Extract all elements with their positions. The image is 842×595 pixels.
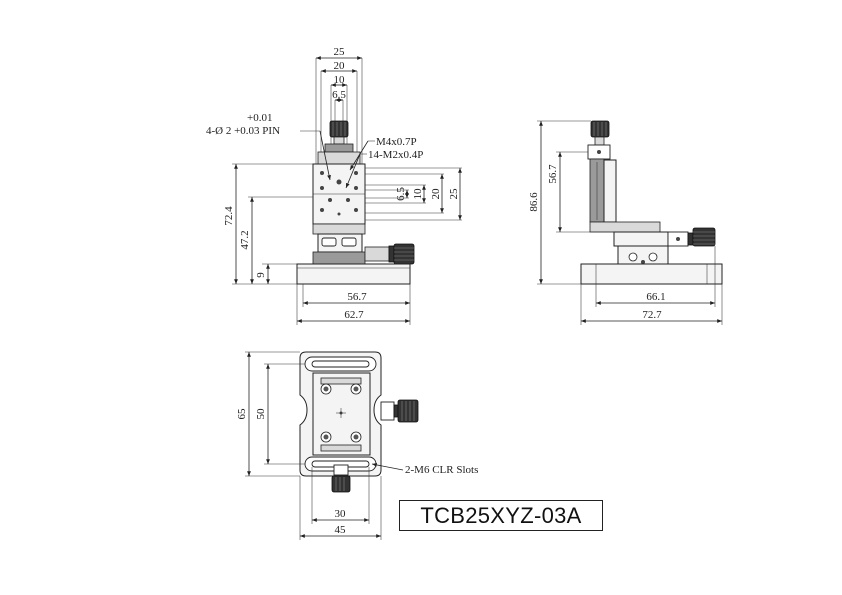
model-label-box: TCB25XYZ-03A [399,500,603,531]
dim-top-10: 10 [334,74,346,86]
front-top-dimensions: 25 20 10 6.5 [315,46,363,165]
dim-right-6-5: 6.5 [395,187,407,201]
top-stage-body [299,351,419,493]
side-bottom-dimensions: 66.1 72.7 [580,246,723,325]
dim-top-6-5: 6.5 [332,89,346,101]
top-left-dimensions: 65 50 [236,351,305,477]
dim-top-20: 20 [334,60,346,72]
side-left-dimensions: 56.7 86.6 [528,120,614,285]
thread-note-m4: M4x0.7P [376,136,417,148]
dim-bottom-56-7: 56.7 [347,291,367,303]
side-stage-body [580,120,723,285]
dim-right-10: 10 [412,188,424,200]
front-bottom-dimensions: 56.7 62.7 [296,284,411,325]
thread-note-m2: 14-M2x0.4P [368,149,423,161]
front-stage-body [296,120,415,285]
model-number: TCB25XYZ-03A [420,502,582,528]
slot-callout: 2-M6 CLR Slots [371,463,478,476]
pin-tolerance-plus: +0.01 [247,112,272,124]
dim-side-86-6: 86.6 [528,192,540,212]
dim-left-47-2: 47.2 [239,230,251,249]
dim-right-25: 25 [448,188,460,200]
dim-top-view-50: 50 [255,408,267,420]
front-callouts: +0.01 4-Ø 2 +0.03 PIN M4x0.7P 14-M2x0.4P [206,112,423,189]
dim-top-view-30: 30 [335,508,347,520]
front-view: 25 20 10 6.5 [206,46,462,325]
dim-side-56-7: 56.7 [547,164,559,184]
front-right-dimensions: 6.5 10 20 25 [365,167,462,221]
top-view: 65 50 2-M6 CLR Slots 30 45 [236,351,478,540]
dim-bottom-62-7: 62.7 [344,309,364,321]
pin-note: 4-Ø 2 +0.03 PIN [206,125,280,137]
dim-left-9: 9 [255,272,267,278]
dim-left-72-4: 72.4 [223,206,235,226]
top-bottom-dimensions: 30 45 [299,467,382,540]
dim-top-view-45: 45 [335,524,347,536]
dim-right-20: 20 [430,188,442,200]
side-view: 56.7 86.6 66.1 72.7 [528,120,723,325]
front-left-dimensions: 72.4 47.2 9 [223,163,313,285]
dim-top-25: 25 [334,46,346,58]
dim-side-72-7: 72.7 [642,309,662,321]
dim-side-66-1: 66.1 [646,291,665,303]
slot-note: 2-M6 CLR Slots [405,464,478,476]
dim-top-view-65: 65 [236,408,248,420]
